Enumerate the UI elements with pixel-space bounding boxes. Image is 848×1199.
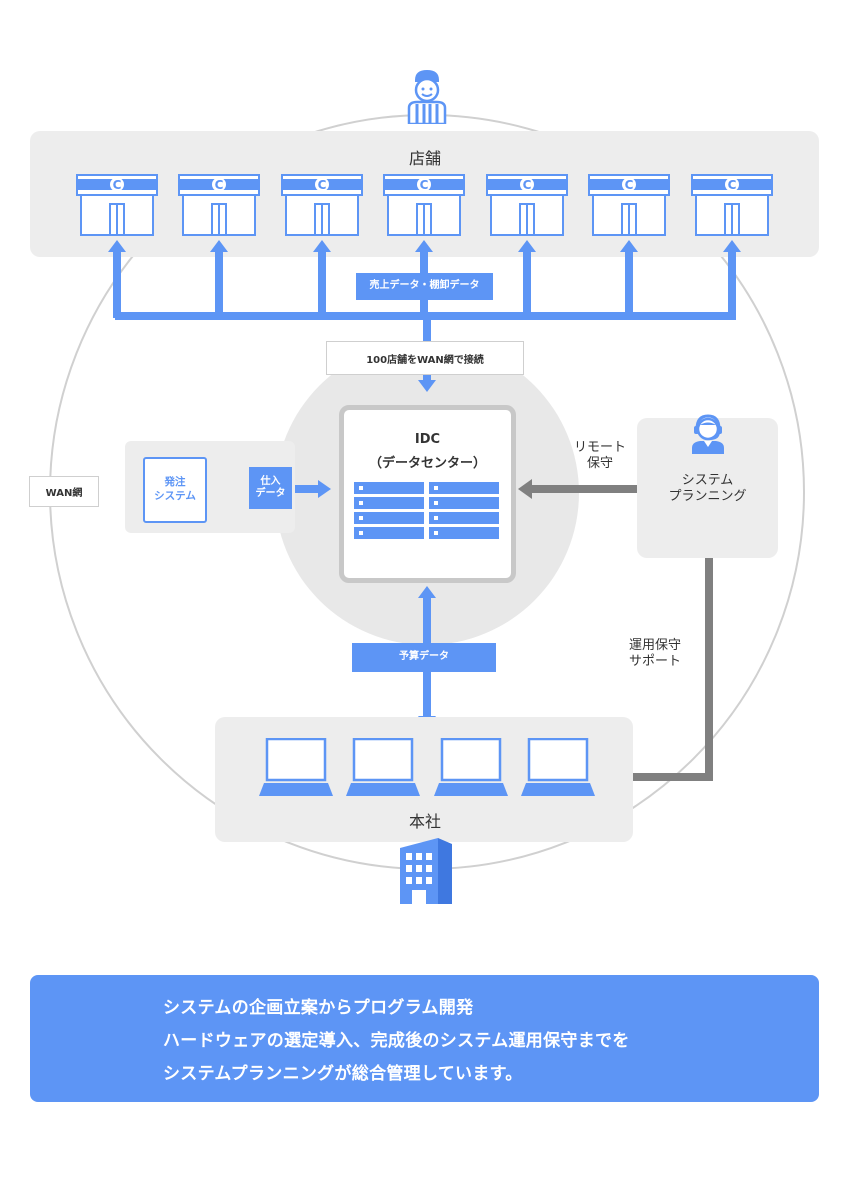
footer-line-2: ハードウェアの選定導入、完成後のシステム運用保守までを [163, 1031, 630, 1051]
wan-label: WAN網 [29, 476, 99, 507]
server-led [359, 501, 363, 505]
server-unit [354, 482, 424, 494]
store-sign-letter: C [318, 178, 327, 192]
store-icon: C [178, 174, 260, 236]
server-led [434, 486, 438, 490]
server-unit [354, 527, 424, 539]
server-unit [354, 512, 424, 524]
store-link-line [728, 252, 736, 318]
store-link-line [215, 252, 223, 318]
budget-data-label: 予算データ [352, 643, 496, 672]
store-sign-letter: C [420, 178, 429, 192]
store-icon: C [691, 174, 773, 236]
idc-box: IDC （データセンター） [339, 405, 516, 583]
store-icon: C [486, 174, 568, 236]
sales-data-label: 売上データ・棚卸データ [356, 273, 493, 300]
server-unit [429, 482, 499, 494]
store-arrow-up [518, 240, 536, 252]
laptop-icon [346, 738, 420, 796]
store-sign-letter: C [728, 178, 737, 192]
store-arrow-up [415, 240, 433, 252]
server-unit [429, 512, 499, 524]
store-arrow-up [108, 240, 126, 252]
operator-headset-icon [692, 414, 724, 454]
purchase-data-label: 仕入 データ [249, 467, 292, 509]
store-sign-letter: C [113, 178, 122, 192]
server-rack-icon [354, 482, 499, 539]
wan-connect-label: 100店舗をWAN網で接続 [326, 341, 524, 375]
footer-line-3: システムプランニングが総合管理しています。 [163, 1064, 523, 1084]
store-arrow-up [620, 240, 638, 252]
laptop-icon [434, 738, 508, 796]
laptop-icon [521, 738, 595, 796]
budget-arrow-up [418, 586, 436, 598]
store-arrow-up [210, 240, 228, 252]
remote-maintenance-label: リモート 保守 [573, 440, 626, 472]
store-link-line [318, 252, 326, 318]
support-label: 運用保守 サポート [628, 638, 681, 670]
idc-arrow-down [418, 380, 436, 392]
office-building-icon [400, 838, 452, 904]
server-led [434, 531, 438, 535]
store-link-line [113, 252, 121, 318]
store-icon: C [281, 174, 363, 236]
server-unit [354, 497, 424, 509]
remote-arrow-left [518, 479, 532, 499]
stores-title: 店舗 [408, 149, 441, 168]
ordering-system-box: 発注 システム [143, 457, 207, 523]
server-led [359, 531, 363, 535]
server-led [359, 486, 363, 490]
server-led [434, 501, 438, 505]
store-link-line [523, 252, 531, 318]
store-sign-letter: C [523, 178, 532, 192]
server-led [359, 516, 363, 520]
laptop-icon [259, 738, 333, 796]
server-led [434, 516, 438, 520]
store-arrow-up [723, 240, 741, 252]
footer-banner: システムの企画立案からプログラム開発 ハードウェアの選定導入、完成後のシステム運… [30, 975, 819, 1102]
server-unit [429, 497, 499, 509]
store-staff-icon [407, 70, 447, 124]
idc-subtitle: （データセンター） [368, 456, 486, 471]
idc-title: IDC [414, 432, 441, 447]
store-arrow-up [313, 240, 331, 252]
store-link-line [625, 252, 633, 318]
store-sign-letter: C [215, 178, 224, 192]
store-icon: C [76, 174, 158, 236]
server-unit [429, 527, 499, 539]
store-sign-letter: C [625, 178, 634, 192]
footer-line-1: システムの企画立案からプログラム開発 [163, 998, 474, 1018]
store-icon: C [383, 174, 465, 236]
hq-title: 本社 [408, 812, 441, 831]
purchase-arrow-right [318, 480, 331, 498]
store-icon: C [588, 174, 670, 236]
planning-label: システム プランニング [668, 473, 747, 505]
